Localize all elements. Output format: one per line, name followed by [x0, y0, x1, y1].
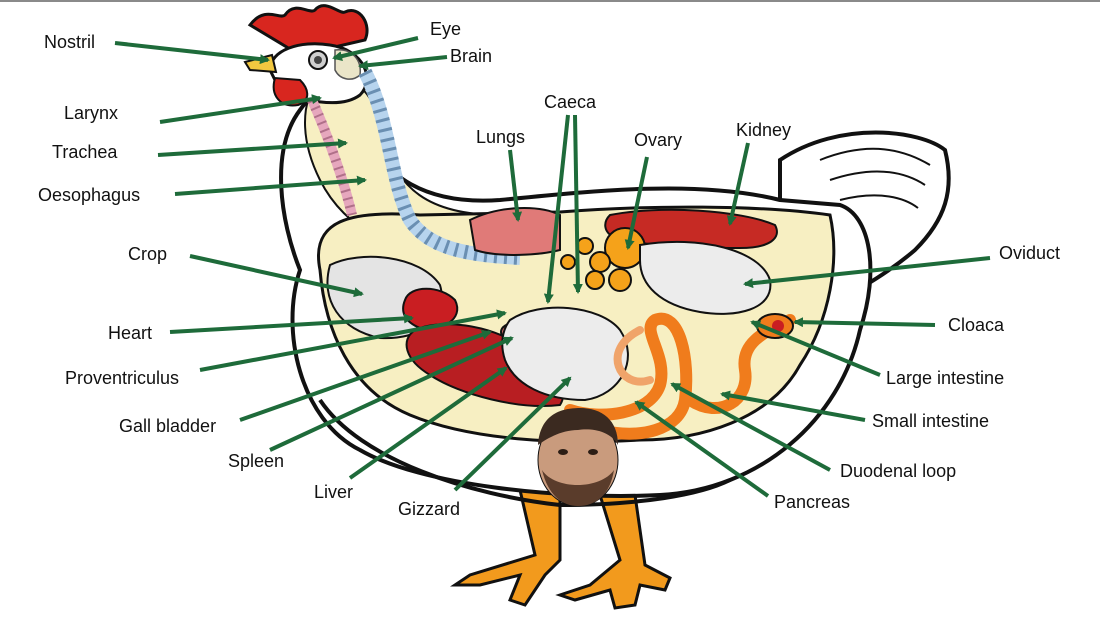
- label-heart: Heart: [108, 323, 152, 343]
- label-proventriculus: Proventriculus: [65, 368, 179, 388]
- arrow-ovary: [624, 156, 649, 250]
- oviduct: [639, 240, 772, 315]
- arrow-caeca-2: [572, 114, 583, 294]
- arrow-trachea: [157, 138, 348, 157]
- belly-outline: [318, 398, 731, 508]
- arrow-liver: [348, 366, 508, 480]
- label-oesophagus: Oesophagus: [38, 185, 140, 205]
- face-sticker: [537, 408, 619, 507]
- label-ovary: Ovary: [634, 130, 682, 150]
- arrow-oesophagus: [174, 175, 367, 196]
- label-spleen: Spleen: [228, 451, 284, 471]
- label-gizzard: Gizzard: [398, 499, 460, 519]
- arrow-large-intestine: [750, 320, 881, 377]
- label-eye: Eye: [430, 19, 461, 39]
- label-cloaca: Cloaca: [948, 315, 1005, 335]
- label-crop: Crop: [128, 244, 167, 264]
- legs: [450, 488, 672, 610]
- label-oviduct: Oviduct: [999, 243, 1060, 263]
- label-nostril: Nostril: [44, 32, 95, 52]
- arrow-brain: [358, 55, 448, 71]
- arrow-larynx: [159, 94, 322, 124]
- neck-tubes: [307, 68, 521, 265]
- arrow-crop: [189, 254, 364, 298]
- label-liver: Liver: [314, 482, 353, 502]
- label-large-intestine: Large intestine: [886, 368, 1004, 388]
- arrow-heart: [169, 313, 414, 334]
- arrow-eye: [332, 36, 419, 62]
- arrow-gizzard: [453, 376, 572, 492]
- arrow-caeca-1: [543, 114, 570, 304]
- arrow-proventriculus: [199, 309, 507, 372]
- gizzard: [501, 306, 629, 402]
- label-duodenal-loop: Duodenal loop: [840, 461, 956, 481]
- arrow-cloaca: [793, 317, 936, 328]
- top-border: [0, 0, 1100, 2]
- arrow-nostril: [114, 41, 270, 65]
- arrow-gall-bladder: [239, 329, 492, 422]
- label-trachea: Trachea: [52, 142, 118, 162]
- lungs: [468, 207, 561, 256]
- labels: Nostril Eye Brain Larynx Trachea Oesopha…: [38, 19, 1060, 519]
- label-caeca: Caeca: [544, 92, 597, 112]
- liver: [405, 323, 565, 407]
- arrow-small-intestine: [720, 390, 866, 422]
- label-gall-bladder: Gall bladder: [119, 416, 216, 436]
- label-small-intestine: Small intestine: [872, 411, 989, 431]
- label-kidney: Kidney: [736, 120, 791, 140]
- arrow-kidney: [726, 142, 750, 226]
- label-arrows: [114, 36, 991, 498]
- arrow-duodenal-loop: [670, 382, 831, 472]
- label-lungs: Lungs: [476, 127, 525, 147]
- label-larynx: Larynx: [64, 103, 118, 123]
- label-brain: Brain: [450, 46, 492, 66]
- arrow-lungs: [508, 149, 523, 222]
- label-pancreas: Pancreas: [774, 492, 850, 512]
- arrow-pancreas: [634, 400, 770, 498]
- arrow-oviduct: [743, 256, 991, 289]
- arrow-spleen: [269, 336, 514, 452]
